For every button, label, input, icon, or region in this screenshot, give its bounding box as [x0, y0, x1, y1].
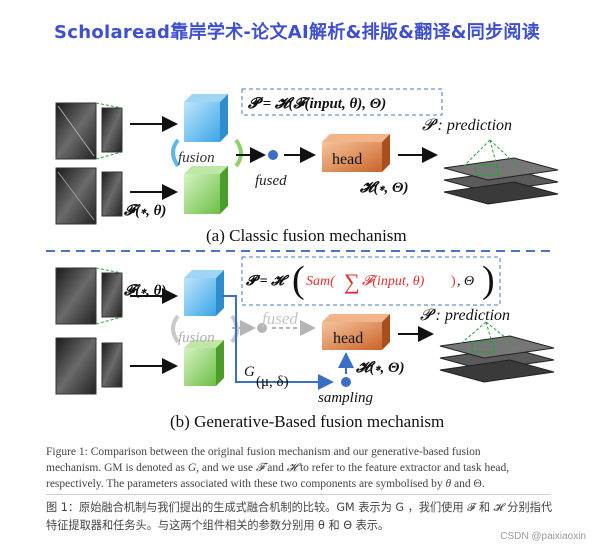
caption-line-3: respectively. The parameters associated …: [46, 478, 485, 490]
label-fusion-top: fusion: [178, 150, 215, 166]
label-F-bottom: 𝓕(∗, θ): [123, 283, 166, 299]
fusion-curve-faded: [171, 314, 180, 344]
figure-caption-chinese: 图 1：原始融合机制与我们提出的生成式融合机制的比较。GM 表示为 G ，我们使…: [46, 499, 558, 535]
caption-line-2: mechanism. GM is denoted as G, and we us…: [46, 462, 510, 474]
figure-diagram: fusion fused head 𝓟 = 𝓗(𝓕(input, θ), Θ) …: [46, 88, 559, 431]
label-head-top: head: [332, 151, 362, 168]
formula-bottom-prefix: 𝓟 = 𝓗: [245, 274, 290, 289]
label-mu-delta: (μ, δ): [256, 374, 289, 390]
label-prediction-top: 𝓟 : prediction: [422, 117, 512, 134]
caption-zh-line-1: 图 1：原始融合机制与我们提出的生成式融合机制的比较。GM 表示为 G ，我们使…: [46, 501, 553, 514]
formula-inner: 𝓕(input, θ): [362, 274, 425, 289]
label-G: G: [244, 364, 255, 380]
formula-theta: , Θ: [457, 274, 474, 289]
input-images-top-2: [55, 167, 123, 225]
formula-sam: Sam(: [306, 274, 336, 289]
csdn-watermark: CSDN @paixiaoxin: [500, 531, 586, 542]
formula-box-top: [241, 88, 443, 116]
formula-box-bottom: [241, 256, 501, 306]
input-images-top-1: [55, 102, 123, 160]
label-head-bottom: head: [333, 330, 363, 347]
blue-cube-top: [184, 94, 228, 142]
head-block-top: [322, 134, 390, 172]
label-sampling: sampling: [318, 390, 374, 406]
label-prediction-bottom: 𝓟 : prediction: [420, 307, 510, 324]
app-banner: Scholaread靠岸学术-论文AI解析&排版&翻译&同步阅读: [53, 22, 541, 43]
fusion-curve: [234, 138, 243, 168]
blue-cube-bottom: [184, 270, 224, 316]
caption-zh-line-2: 特征提取器和任务头。与这两个组件相关的参数分别用 θ 和 Θ 表示。: [46, 519, 390, 532]
green-cube-top: [184, 166, 228, 214]
subtitle-b: (b) Generative-Based fusion mechanism: [170, 412, 444, 431]
label-H-bottom: 𝓗(∗, Θ): [355, 360, 404, 376]
formula-sam-close: ): [451, 274, 456, 289]
input-images-bottom-2: [55, 337, 123, 395]
prediction-stack-bottom: [439, 321, 555, 383]
formula-top: 𝓟 = 𝓗(𝓕(input, θ), Θ): [247, 96, 386, 112]
label-fused-bottom: fused: [262, 309, 298, 328]
caption-line-1: Figure 1: Comparison between the origina…: [46, 446, 481, 458]
caption-divider: [46, 494, 551, 495]
fused-dot-top: [268, 150, 278, 160]
label-fusion-bottom: fusion: [178, 330, 215, 346]
label-F-top: 𝓕(∗, θ): [123, 203, 166, 219]
figure-caption-english: Figure 1: Comparison between the origina…: [46, 444, 556, 492]
head-block-bottom: [322, 314, 390, 350]
formula-paren-open: (: [292, 259, 305, 301]
formula-paren-close: ): [482, 259, 495, 301]
subtitle-a: (a) Classic fusion mechanism: [206, 226, 407, 245]
label-fused-top: fused: [255, 173, 287, 189]
generative-path: [222, 295, 334, 390]
prediction-stack-top: [443, 139, 559, 205]
label-H-top: 𝓗(∗, Θ): [359, 180, 408, 196]
fused-dot-bottom: [257, 323, 267, 333]
fusion-curve: [171, 138, 180, 168]
formula-sum: ∑: [344, 269, 360, 294]
sampling-dot: [341, 377, 351, 387]
green-cube-bottom: [184, 340, 224, 386]
input-images-bottom-1: [55, 267, 123, 325]
